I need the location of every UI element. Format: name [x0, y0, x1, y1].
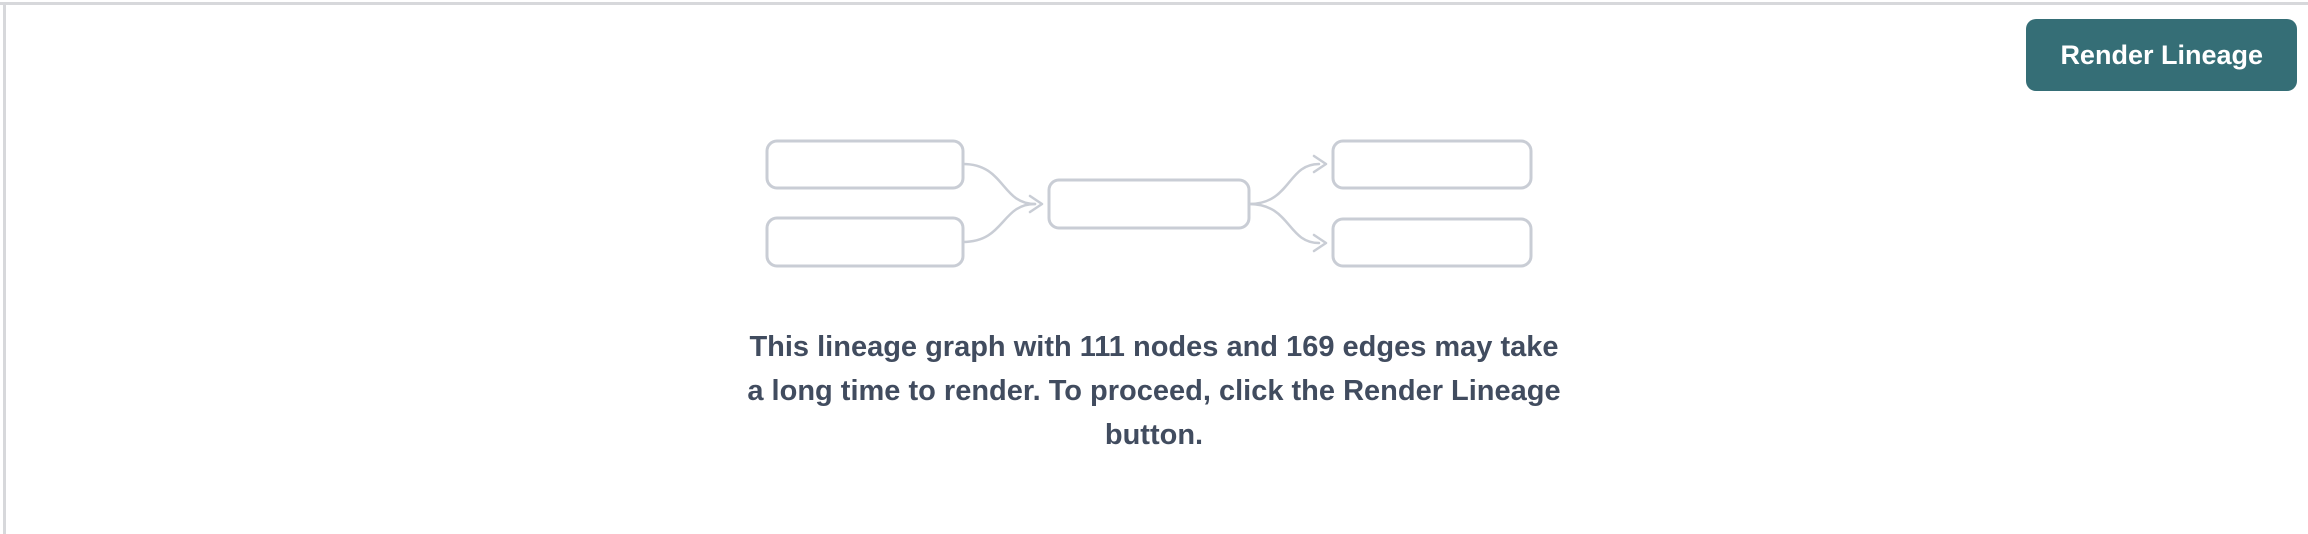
placeholder-edge — [1247, 162, 1321, 206]
placeholder-node-upstream-bottom — [765, 216, 965, 268]
placeholder-edge — [961, 202, 1037, 244]
arrowhead-icon — [1312, 233, 1328, 253]
lineage-graph-placeholder-icon — [765, 139, 1533, 268]
placeholder-node-downstream-top — [1331, 139, 1533, 190]
placeholder-edge — [961, 162, 1037, 206]
message-line-3: button. — [1104, 419, 1204, 451]
placeholder-node-upstream-top — [765, 139, 965, 190]
arrowhead-icon — [1312, 154, 1328, 174]
panel-top-border — [0, 2, 2308, 5]
message-line-1: This lineage graph with 111 nodes and 16… — [749, 331, 1559, 363]
render-lineage-button[interactable]: Render Lineage — [2026, 19, 2297, 91]
placeholder-edge — [1247, 202, 1321, 245]
panel-left-border — [3, 2, 6, 534]
arrowhead-icon — [1028, 194, 1044, 214]
placeholder-node-downstream-bottom — [1331, 217, 1533, 268]
message-line-2: a long time to render. To proceed, click… — [747, 375, 1561, 407]
placeholder-node-center — [1047, 178, 1251, 230]
lineage-warning-message: This lineage graph with 111 nodes and 16… — [747, 325, 1560, 457]
lineage-placeholder-content: This lineage graph with 111 nodes and 16… — [747, 139, 1561, 457]
